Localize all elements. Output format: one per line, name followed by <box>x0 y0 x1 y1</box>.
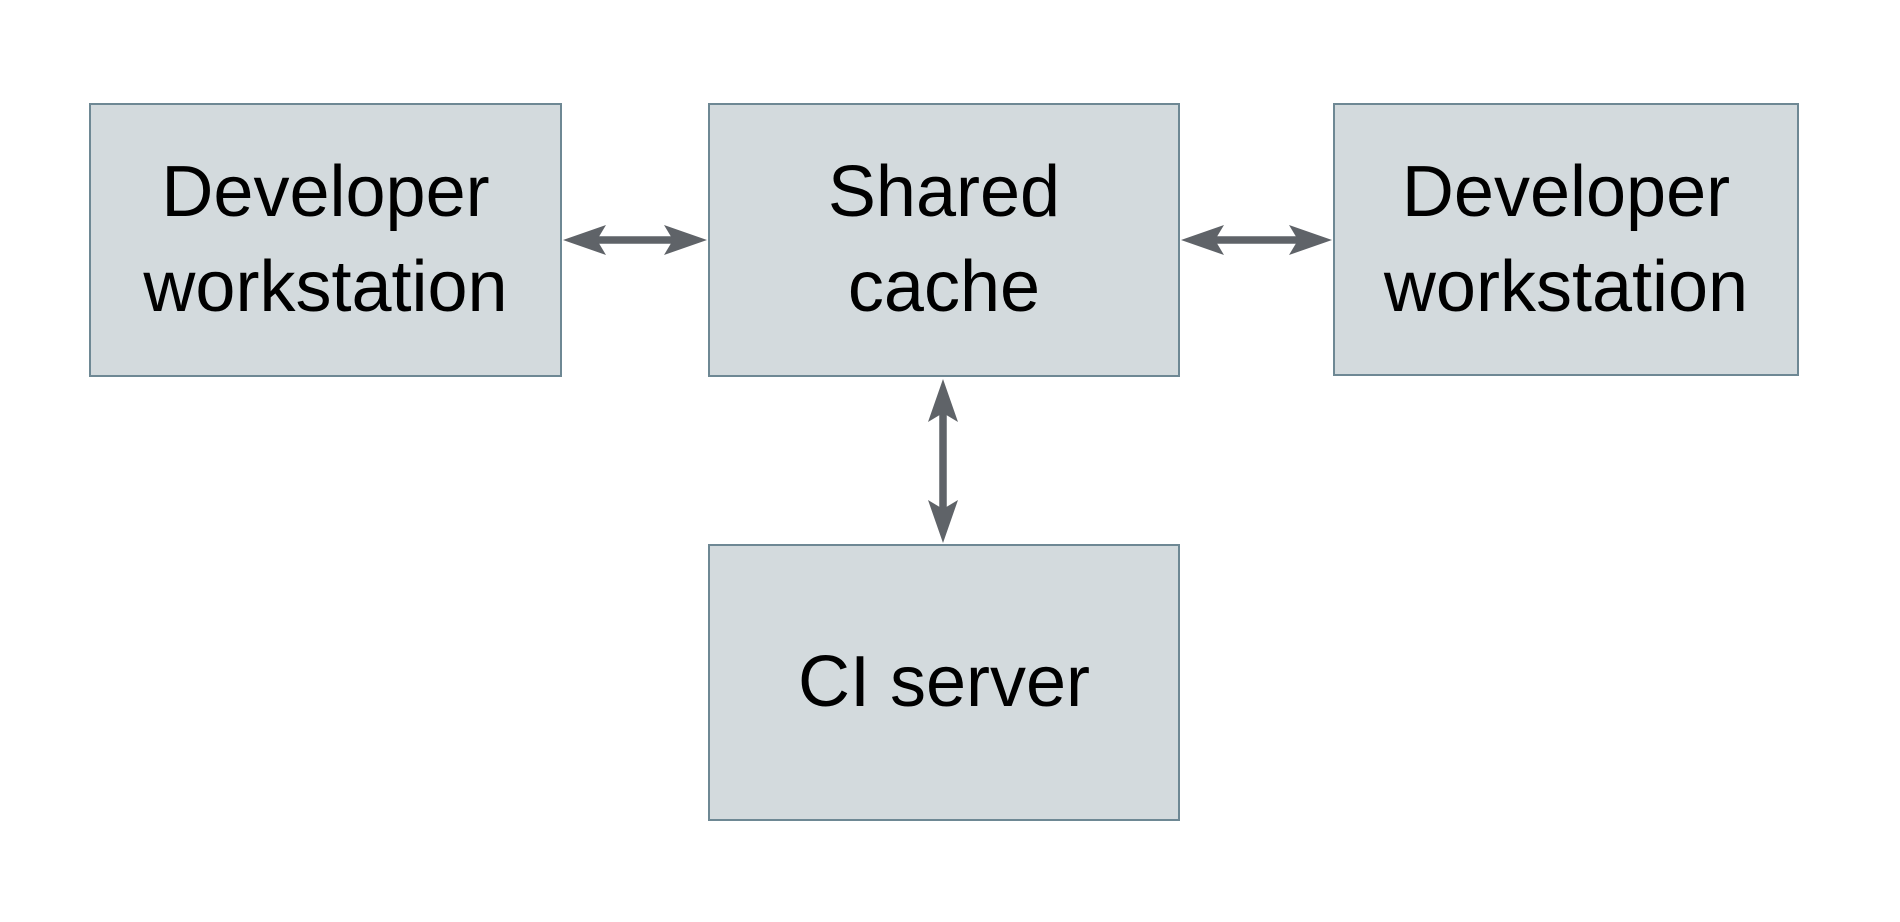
node-shared-cache: Shared cache <box>708 103 1180 377</box>
bidirectional-arrow-icon-shared-cache-to-right-workstation <box>1180 214 1333 266</box>
node-developer-workstation-left: Developer workstation <box>89 103 562 377</box>
node-ci-server: CI server <box>708 544 1180 821</box>
node-label: Developer workstation <box>1383 151 1749 327</box>
node-label: Shared cache <box>827 152 1061 327</box>
node-label: CI server <box>797 642 1091 722</box>
bidirectional-arrow-icon-shared-cache-to-ci-server <box>919 378 967 544</box>
node-developer-workstation-right: Developer workstation <box>1333 103 1799 376</box>
bidirectional-arrow-icon-left-workstation-to-shared-cache <box>562 214 708 266</box>
node-label: Developer workstation <box>143 152 508 327</box>
